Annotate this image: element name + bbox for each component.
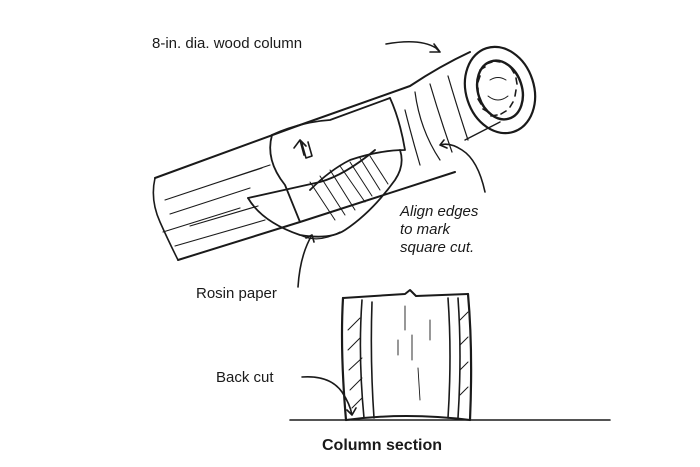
column-end bbox=[463, 45, 537, 135]
rosin-paper-label: Rosin paper bbox=[196, 285, 277, 302]
align-note-line-3: square cut. bbox=[400, 239, 475, 256]
back-cut-label: Back cut bbox=[216, 369, 274, 386]
rosin-paper bbox=[247, 97, 406, 240]
column-section-caption: Column section bbox=[322, 437, 443, 454]
column-label: 8-in. dia. wood column bbox=[152, 35, 303, 52]
column-section bbox=[289, 289, 611, 422]
leader-lines bbox=[297, 40, 486, 416]
align-note-line-1: Align edges bbox=[400, 203, 479, 220]
align-edges-note: Align edges to mark square cut. bbox=[400, 203, 478, 257]
align-note-line-2: to mark bbox=[400, 221, 451, 238]
